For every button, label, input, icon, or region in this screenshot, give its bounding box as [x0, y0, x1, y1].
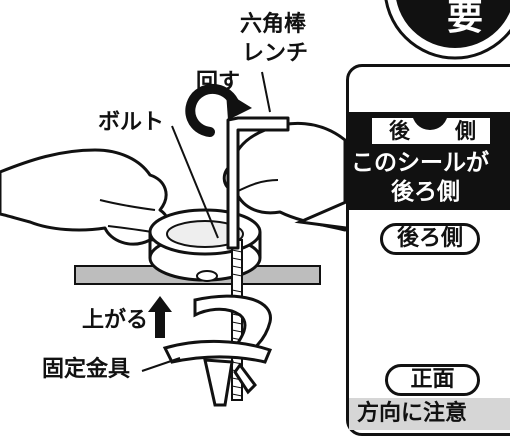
sticker-left-text: 後: [389, 119, 410, 143]
sticker: [372, 112, 490, 144]
hex-wrench: [226, 116, 290, 250]
notice-line1: このシールが: [351, 150, 489, 176]
rise-label: 上がる: [82, 308, 149, 333]
corner-badge: [384, 0, 510, 60]
caution-band: [349, 398, 510, 430]
leader-lines: [141, 71, 271, 372]
up-arrow-icon: [148, 296, 172, 338]
fixing-bracket: [162, 294, 273, 407]
notice-line2: 後ろ側: [391, 179, 460, 205]
collar-ring: [148, 208, 262, 282]
rotation-arrow-icon: [185, 83, 252, 137]
bolt-label: ボルト: [98, 110, 165, 135]
caution-text: 方向に注意: [357, 401, 468, 426]
callout-pointer: [294, 200, 347, 230]
fixing-bracket-label: 固定金具: [42, 357, 131, 382]
hex-wrench-label-line1: 六角棒: [240, 12, 307, 37]
back-side-pill: 後ろ側: [380, 223, 480, 255]
sticker-right-text: 側: [455, 119, 476, 143]
front-pill: 正面: [385, 364, 480, 396]
hex-wrench-label-line2: レンチ: [242, 41, 309, 66]
badge-text: 要: [447, 0, 484, 38]
turn-label: 回す: [196, 70, 241, 95]
